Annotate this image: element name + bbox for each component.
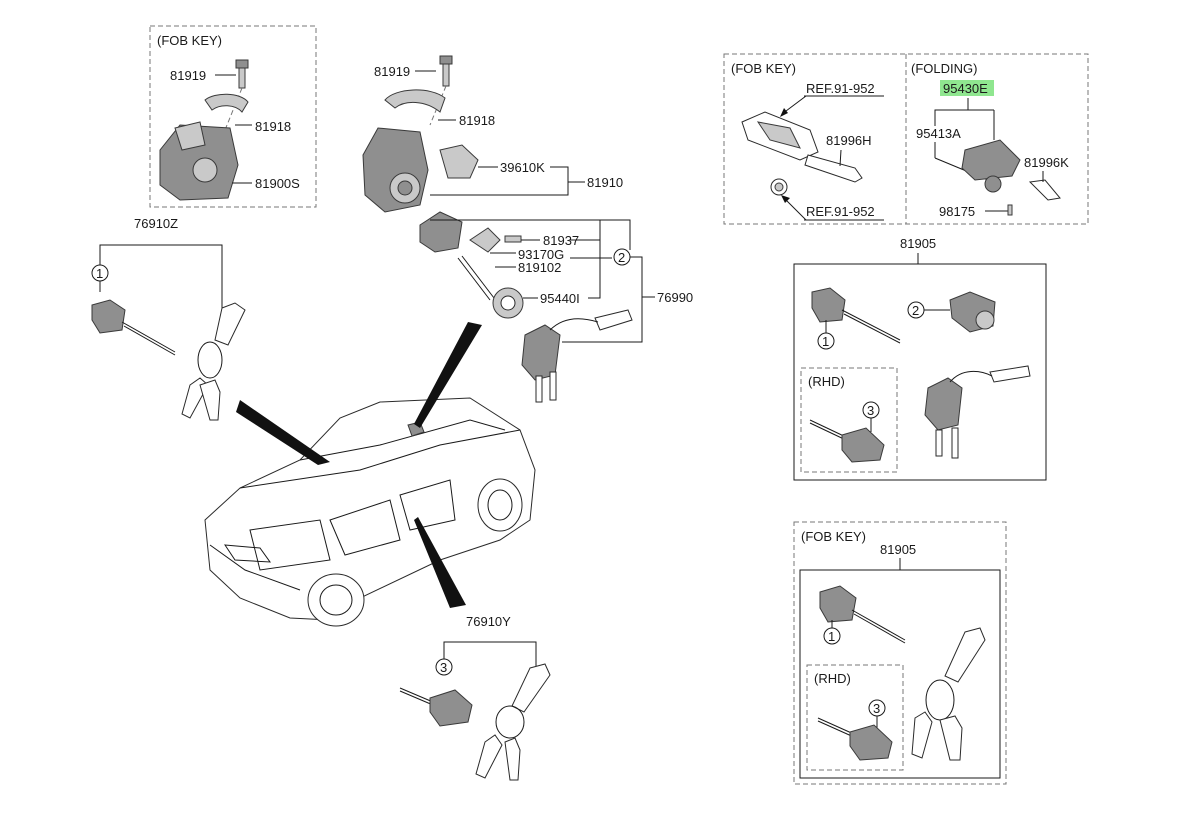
ignition-body-image [362,127,429,213]
part-label-81918-b[interactable]: 81918 [459,113,495,128]
callout-number-set-3: 3 [867,403,874,418]
pointer-arrow-top [414,322,482,428]
part-label-81910[interactable]: 81910 [587,175,623,190]
sensor-39610K-image [439,144,479,179]
group-label-folding: (FOLDING) [911,61,977,76]
folding-key-image [521,309,633,403]
callout-circle-fob-1[interactable] [823,627,841,645]
vehicle-image [204,397,536,627]
fob-key-group-box [149,25,317,208]
part-label-81918[interactable]: 81918 [255,119,291,134]
key-ring-image [181,302,246,421]
part-label-76990[interactable]: 76990 [657,290,693,305]
part-label-81900S[interactable]: 81900S [255,176,300,191]
ignition-cylinder-set-image [949,291,996,333]
group-label-fob-key: (FOB KEY) [157,33,222,48]
part-label-81996K[interactable]: 81996K [1024,155,1069,170]
part-label-81905[interactable]: 81905 [900,236,936,251]
part-label-819102[interactable]: 819102 [518,260,561,275]
folding-fob-image [961,139,1061,201]
group-76910Z: 76910Z 1 [91,216,246,421]
part-label-ref-a[interactable]: REF.91-952 [806,81,875,96]
callout-circle-set-1[interactable] [817,332,835,350]
pointer-arrow-bottom [414,517,466,608]
pointer-arrow-left [236,400,330,465]
set-81905-box [793,263,1047,481]
part-label-81937[interactable]: 81937 [543,233,579,248]
group-label-fob-key-b: (FOB KEY) [731,61,796,76]
group-label-fob-key-c: (FOB KEY) [801,529,866,544]
part-label-81905-b[interactable]: 81905 [880,542,916,557]
group-fob-key-ignition: (FOB KEY) 81919 81918 81900S [149,25,317,208]
group-81905-set: 81905 1 2 (RHD) 3 [793,236,1047,481]
callout-number-3: 3 [440,660,447,675]
bolt-81919-b-image [429,55,453,126]
group-smart-keys: (FOB KEY) (FOLDING) REF.91-952 81996H RE… [723,53,1089,225]
lock-cylinder-rhd-b-image [817,717,893,761]
key-ring-b-image [475,663,551,781]
part-label-93170G[interactable]: 93170G [518,247,564,262]
lock-cylinder-rhd-image [809,419,885,463]
callout-number-fob-1: 1 [828,629,835,644]
part-label-95430E[interactable]: 95430E [943,81,988,96]
group-fob-key-81905: (FOB KEY) 81905 1 (RHD) 3 [793,521,1007,785]
bracket-81918-image [204,93,249,113]
smart-key-image [741,111,863,196]
group-76910Y: 76910Y 3 [399,614,551,781]
callout-number-set-2: 2 [912,303,919,318]
part-label-81919-b[interactable]: 81919 [374,64,410,79]
bolt-81919-image [224,59,249,131]
group-label-rhd-a: (RHD) [808,374,845,389]
fob-set-81905-box [799,569,1001,779]
part-label-39610K[interactable]: 39610K [500,160,545,175]
part-label-76910Z[interactable]: 76910Z [134,216,178,231]
part-label-98175[interactable]: 98175 [939,204,975,219]
part-label-81919[interactable]: 81919 [170,68,206,83]
rhd-b-box [806,664,904,771]
callout-circle-1[interactable] [91,264,109,282]
group-ignition-assembly: 81919 81918 39610K 81910 [362,55,693,403]
callout-number-1: 1 [96,266,103,281]
key-ring-fob-image [911,627,986,761]
lock-cylinder-set-image [811,287,901,344]
part-label-76910Y[interactable]: 76910Y [466,614,511,629]
rhd-a-box [800,367,898,473]
cylinder-parts-image [419,211,524,319]
part-label-81996H[interactable]: 81996H [826,133,872,148]
lock-cylinder-b-image [399,687,473,727]
callout-number-set-1: 1 [822,334,829,349]
lock-cylinder-image [91,299,176,356]
part-label-ref-b[interactable]: REF.91-952 [806,204,875,219]
callout-number-2: 2 [618,250,625,265]
part-label-95413A[interactable]: 95413A [916,126,961,141]
callout-number-fob-3: 3 [873,701,880,716]
part-label-95440I[interactable]: 95440I [540,291,580,306]
folding-key-set-image [924,365,1031,459]
bracket-81918-b-image [384,89,446,113]
fob-key-81905-box [793,521,1007,785]
lock-body-81900S-image [159,121,239,201]
callout-circle-3[interactable] [435,658,453,676]
lock-cylinder-fob-image [819,585,906,644]
group-label-rhd-b: (RHD) [814,671,851,686]
highlight-95430E [940,80,994,96]
